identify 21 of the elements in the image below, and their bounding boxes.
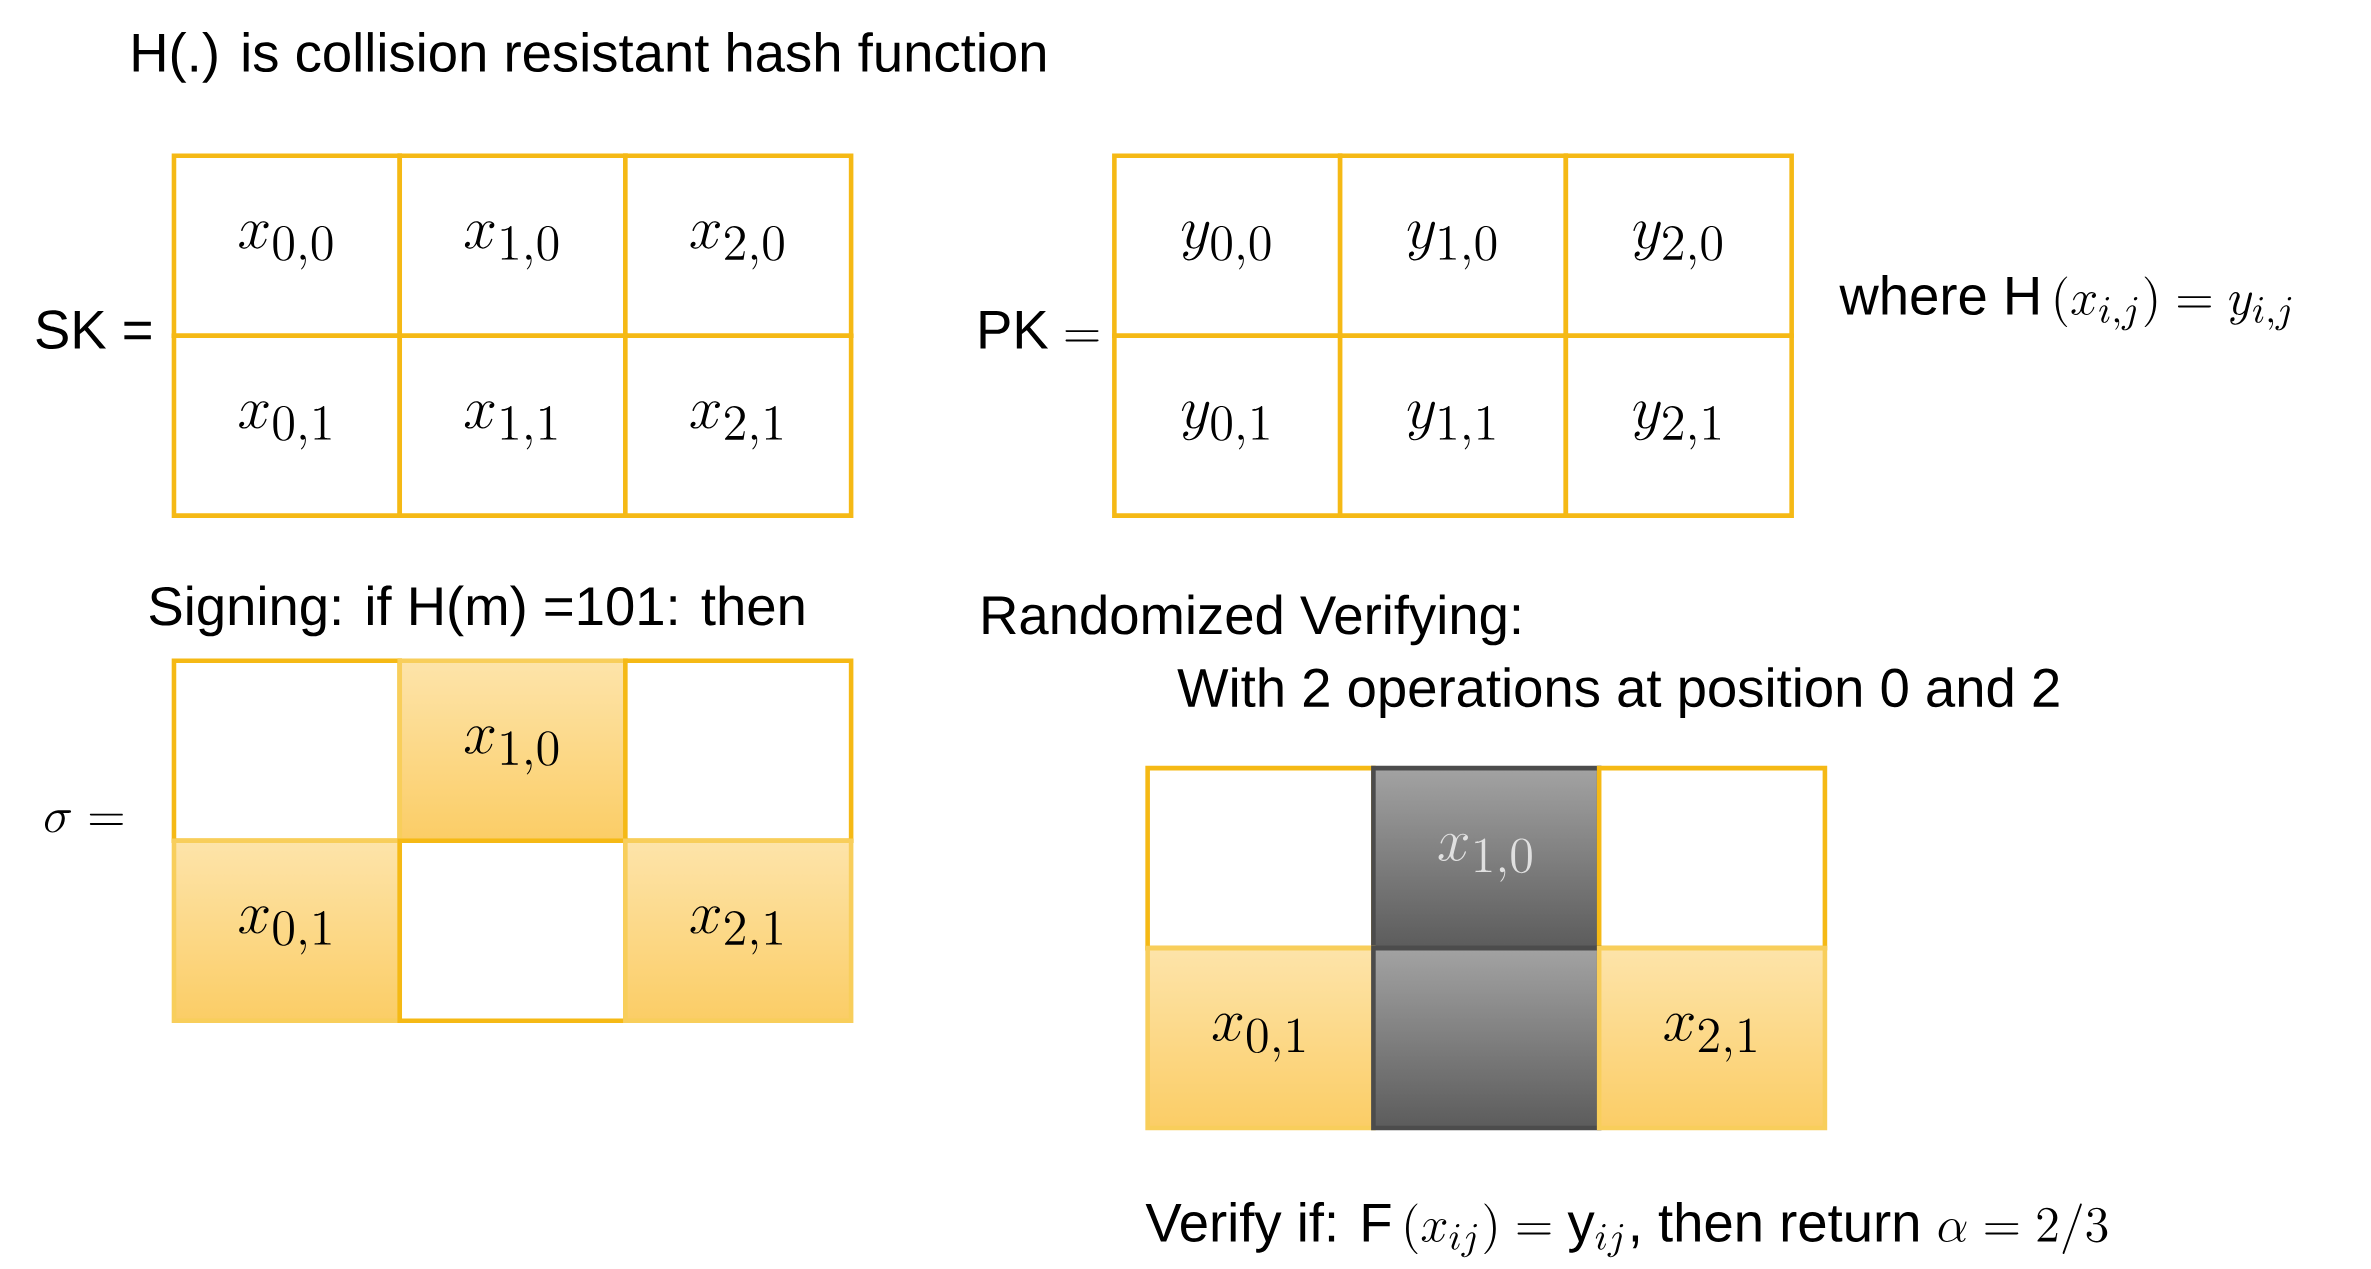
table-cell: $y_{2,0}$ (1563, 153, 1794, 339)
table-cell: $y_{0,0}$ (1112, 153, 1343, 339)
table-cell: $x_{1,1}$ (397, 333, 628, 519)
table-cell: $x_{0,1}$ (1145, 946, 1376, 1131)
formula: $\mbox{Verify if: }\mathrm{F}\left(x_{ij}\right) = \mathrm{y}_{ij}\mbox{, then return }\alpha = 2/3$ (1145, 1202, 2108, 1258)
label: SK = (36, 310, 151, 350)
caption: Signing: if H(m) =101: then (149, 585, 804, 637)
label: $\mathrm{PK} =$ (980, 311, 1099, 349)
table-cell: $x_{1,0}$ (1371, 766, 1602, 951)
table-cell: $x_{2,1}$ (1596, 946, 1828, 1131)
heading: Randomized Verifying: (983, 594, 1520, 646)
caption: With 2 operations at position 0 and 2 (1177, 667, 2059, 719)
table-cell: $y_{0,1}$ (1112, 333, 1343, 519)
table-cell: $x_{2,1}$ (623, 838, 854, 1024)
formula: $\mbox{where H}\left(x_{i,j}\right) = y_{i,j}$ (1839, 275, 2292, 331)
table-cell: $x_{2,1}$ (623, 333, 854, 519)
table-cell: $x_{2,0}$ (623, 153, 854, 339)
table-cell: $x_{0,0}$ (171, 153, 403, 339)
heading: H(.) is collision resistant hash function (133, 32, 1045, 84)
table-cell: $y_{2,1}$ (1563, 333, 1794, 519)
label: $\sigma =$ (45, 810, 123, 833)
